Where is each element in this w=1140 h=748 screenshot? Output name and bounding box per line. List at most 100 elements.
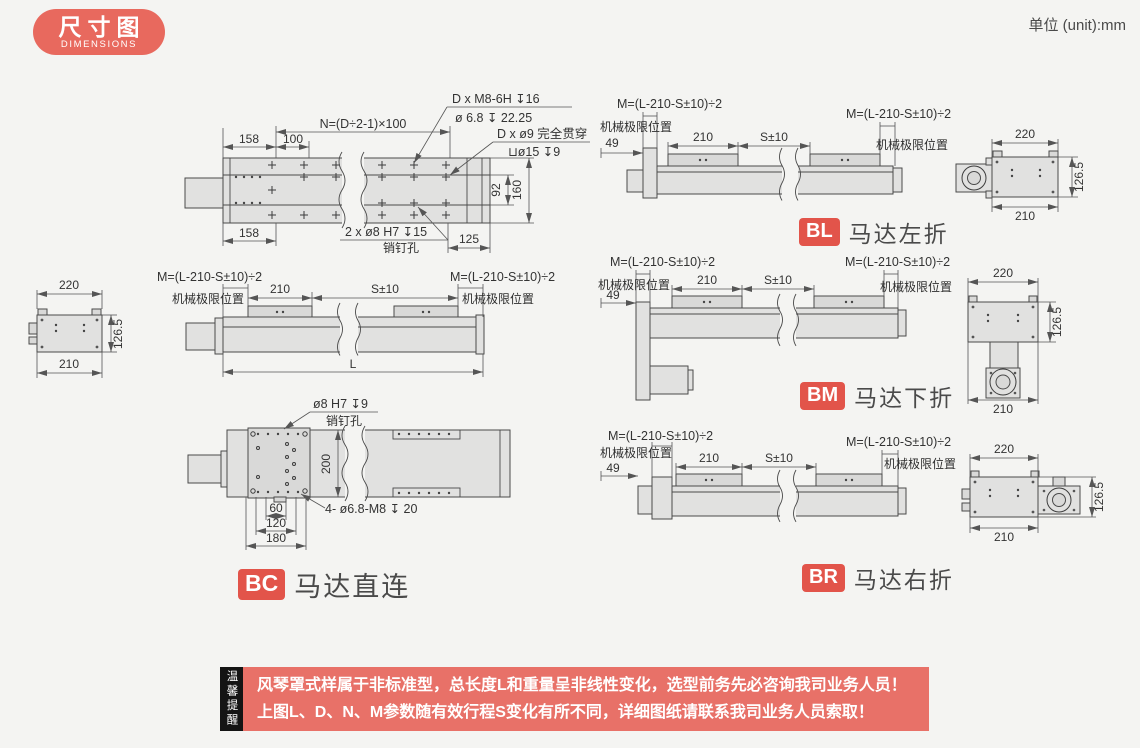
bm-dim-s: S±10 xyxy=(764,273,792,287)
bc-m-left: M=(L-210-S±10)÷2 xyxy=(157,270,262,284)
bl-limit-right: 机械极限位置 xyxy=(876,137,948,152)
bm-dim-49: 49 xyxy=(606,288,620,302)
dim-158-top: 158 xyxy=(239,132,259,146)
br-side-view: M=(L-210-S±10)÷2 机械极限位置 49 210 S±10 M=(L… xyxy=(600,429,956,523)
br-view-label: BR 马达右折 xyxy=(802,561,954,595)
bl-end-220: 220 xyxy=(1015,127,1035,141)
bc-dim-210: 210 xyxy=(270,282,290,296)
bl-dim-49: 49 xyxy=(605,136,619,150)
bl-side-view: M=(L-210-S±10)÷2 机械极限位置 49 210 S±10 M=(L… xyxy=(600,97,951,201)
bl-limit-left: 机械极限位置 xyxy=(600,119,672,134)
bm-label-text: 马达下折 xyxy=(854,385,955,411)
bl-end-210: 210 xyxy=(1015,209,1035,223)
bm-code-badge: BM xyxy=(800,382,846,410)
dim-100: 100 xyxy=(283,132,303,146)
bc-dim-l: L xyxy=(350,357,357,371)
n-formula: N=(D÷2-1)×100 xyxy=(320,117,407,131)
br-limit-left: 机械极限位置 xyxy=(600,445,672,460)
bm-flange xyxy=(635,301,651,401)
bl-end-126: 126.5 xyxy=(1072,162,1086,192)
bc-end-126: 126.5 xyxy=(111,319,125,349)
bl-end-view: 220 126.5 210 xyxy=(955,127,1086,223)
bc-code-badge: BC xyxy=(238,569,286,600)
br-limit-right: 机械极限位置 xyxy=(884,456,956,471)
bl-end-body xyxy=(991,156,1059,198)
br-end-body xyxy=(969,476,1039,518)
callout-through: D x ø9 完全贯穿 xyxy=(497,126,587,141)
bm-m-right: M=(L-210-S±10)÷2 xyxy=(845,255,950,269)
bc-bolt-callout: 4- ø6.8-M8 ↧ 20 xyxy=(325,502,417,516)
bc-end-body xyxy=(36,314,103,353)
bc-end-220: 220 xyxy=(59,278,79,292)
bc-dim-200: 200 xyxy=(319,454,333,474)
bl-dim-210: 210 xyxy=(693,130,713,144)
bl-rail xyxy=(656,165,894,195)
br-code-badge: BR xyxy=(802,564,845,592)
bm-end-body xyxy=(967,301,1039,343)
br-motor-stub xyxy=(637,485,653,515)
bm-m-left: M=(L-210-S±10)÷2 xyxy=(610,255,715,269)
bm-limit-right: 机械极限位置 xyxy=(880,279,952,294)
bc-mount-plate xyxy=(247,427,311,499)
bc-dim-s: S±10 xyxy=(371,282,399,296)
bl-m-right: M=(L-210-S±10)÷2 xyxy=(846,107,951,121)
warning-tab: 温馨提醒 xyxy=(220,667,243,731)
bc-side-view: M=(L-210-S±10)÷2 机械极限位置 210 S±10 M=(L-21… xyxy=(157,270,555,377)
dim-160: 160 xyxy=(510,180,524,200)
bl-motor xyxy=(626,169,644,193)
bm-dim-210: 210 xyxy=(697,273,717,287)
bc-end-view: 220 126.5 210 xyxy=(28,278,125,378)
br-flange xyxy=(651,476,673,520)
bc-m-right: M=(L-210-S±10)÷2 xyxy=(450,270,555,284)
br-end-126: 126.5 xyxy=(1092,482,1106,512)
bc-limit-left: 机械极限位置 xyxy=(172,291,244,306)
bm-view-label: BM 马达下折 xyxy=(800,379,954,413)
warning-line-2: 上图L、D、N、M参数随有效行程S变化有所不同，详细图纸请联系我司业务人员索取！ xyxy=(257,704,874,721)
pin-hole-label: 销钉孔 xyxy=(383,241,419,255)
bl-view-label: BL 马达左折 xyxy=(799,215,949,249)
bm-limit-left: 机械极限位置 xyxy=(598,277,670,292)
br-dim-210: 210 xyxy=(699,451,719,465)
bm-end-126: 126.5 xyxy=(1050,307,1064,337)
bl-dim-s: S±10 xyxy=(760,130,788,144)
badge-title: 尺寸图 xyxy=(58,13,146,40)
dimension-drawings: 158 100 N=(D÷2-1)×100 158 125 92 160 D x… xyxy=(28,92,1106,550)
bm-end-view: 220 126.5 210 xyxy=(967,266,1064,416)
bc-pin-callout: ø8 H7 ↧9 xyxy=(313,397,368,411)
bc-label-text: 马达直连 xyxy=(294,572,411,602)
bc-dim-120: 120 xyxy=(266,516,286,530)
br-m-right: M=(L-210-S±10)÷2 xyxy=(846,435,951,449)
warning-line-1: 风琴罩式样属于非标准型，总长度L和重量呈非线性变化，选型前务先必咨询我司业务人员… xyxy=(257,677,907,694)
bc-dim-60: 60 xyxy=(269,501,283,515)
br-end-220: 220 xyxy=(994,442,1014,456)
br-dim-s: S±10 xyxy=(765,451,793,465)
br-end-210: 210 xyxy=(994,530,1014,544)
br-label-text: 马达右折 xyxy=(853,567,954,593)
bl-label-text: 马达左折 xyxy=(848,221,949,247)
top-view-motor-shaft xyxy=(184,177,224,209)
dim-158-bottom: 158 xyxy=(239,226,259,240)
bc-limit-right: 机械极限位置 xyxy=(462,291,534,306)
bl-code-badge: BL xyxy=(799,218,840,246)
bm-end-210: 210 xyxy=(993,402,1013,416)
bl-flange xyxy=(642,147,658,199)
br-end-view: 220 126.5 210 xyxy=(961,442,1106,544)
callout-thread: D x M8-6H ↧16 xyxy=(452,92,540,106)
warning-banner: 温馨提醒 风琴罩式样属于非标准型，总长度L和重量呈非线性变化，选型前务先必咨询我… xyxy=(220,667,929,731)
dimensions-badge: 尺寸图 DIMENSIONS xyxy=(33,9,165,55)
bc-end-210: 210 xyxy=(59,357,79,371)
bm-side-view: M=(L-210-S±10)÷2 机械极限位置 49 210 S±10 M=(L… xyxy=(598,255,952,401)
dim-92: 92 xyxy=(489,183,503,197)
callout-cbore: ⊔ø15 ↧9 xyxy=(508,145,560,159)
bl-m-left: M=(L-210-S±10)÷2 xyxy=(617,97,722,111)
bc-motor-shaft xyxy=(185,322,218,351)
unit-label: 单位 (unit):mm xyxy=(1028,17,1126,34)
bc-view-label: BC 马达直连 xyxy=(238,565,410,604)
bm-motor xyxy=(649,365,689,395)
br-m-left: M=(L-210-S±10)÷2 xyxy=(608,429,713,443)
dim-125: 125 xyxy=(459,232,479,246)
callout-drill: ø 6.8 ↧ 22.25 xyxy=(455,111,532,125)
bc-pin-hole-label: 销钉孔 xyxy=(326,414,362,428)
bc-bottom-view: 200 60 120 180 ø8 H7 ↧9 销钉孔 4- ø6.8-M8 ↧… xyxy=(187,397,511,550)
warning-text: 风琴罩式样属于非标准型，总长度L和重量呈非线性变化，选型前务先必咨询我司业务人员… xyxy=(243,667,929,731)
